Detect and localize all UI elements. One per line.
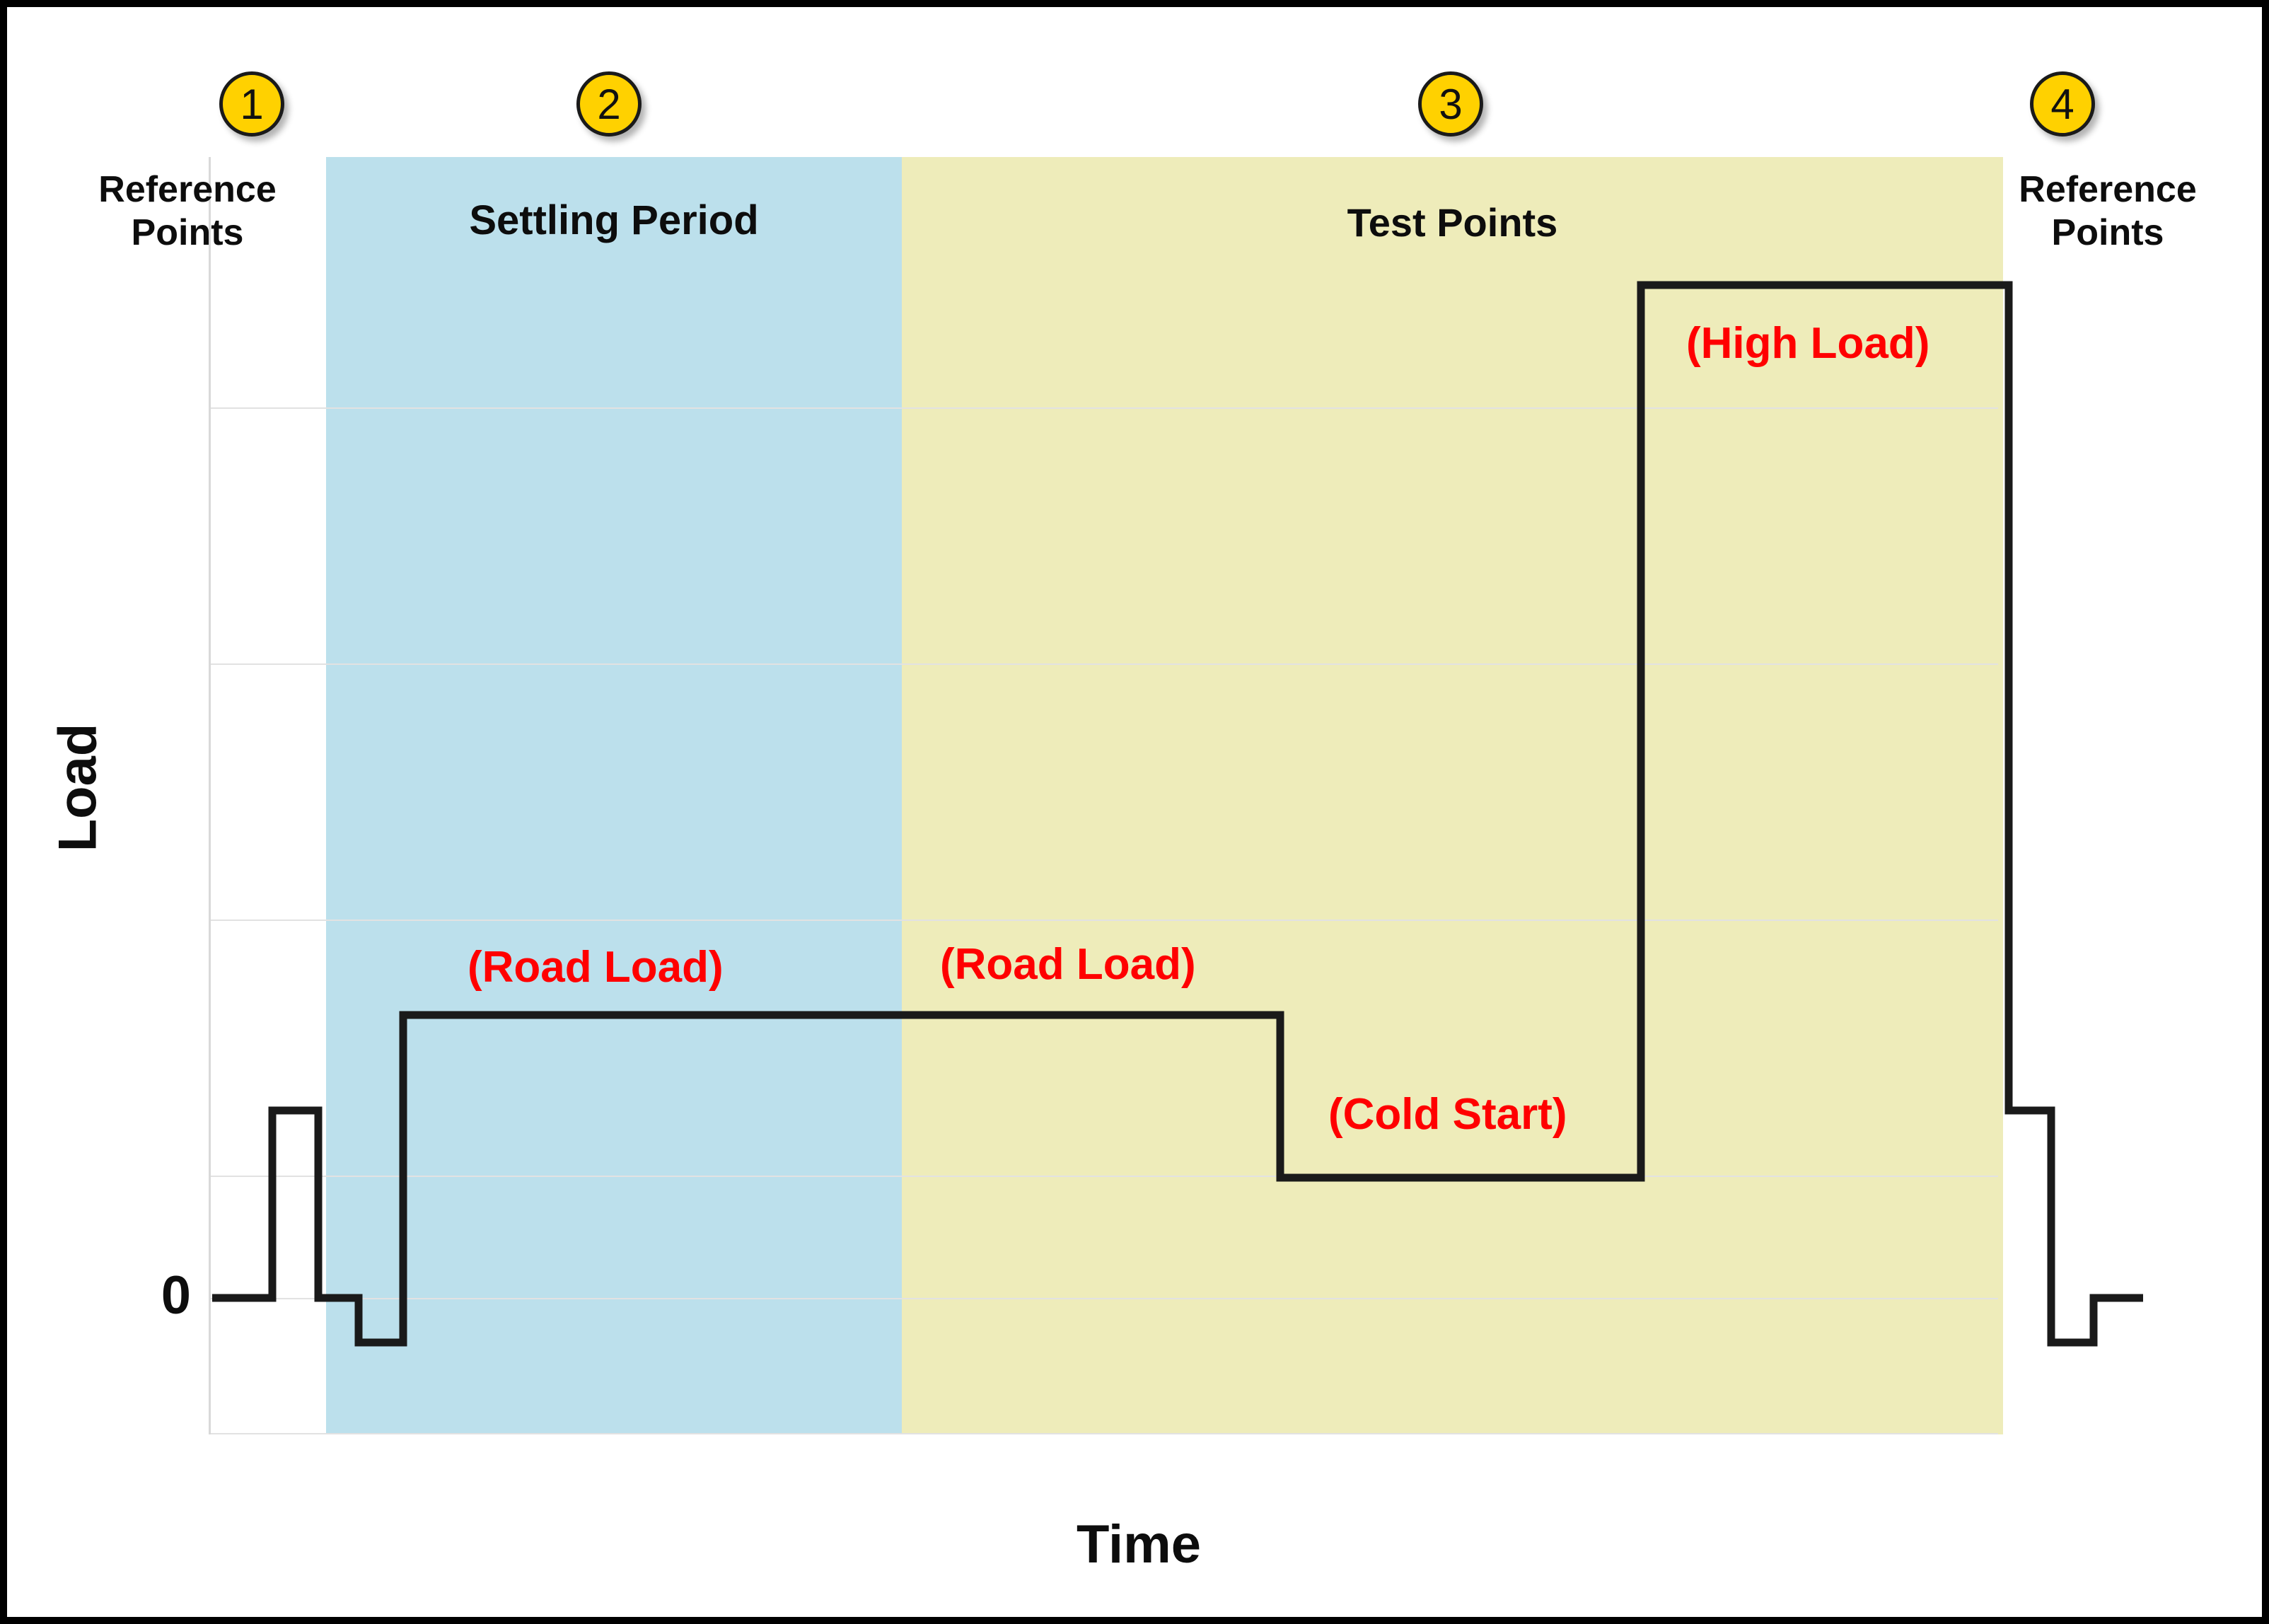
callout-badge-2: 2 [576, 71, 642, 137]
y-axis-zero-tick: 0 [161, 1265, 191, 1326]
annotation-road-load-settling: (Road Load) [468, 943, 724, 992]
gridline-y-40 [209, 1176, 1998, 1177]
callout-badge-1: 1 [219, 71, 284, 137]
callout-badge-4: 4 [2030, 71, 2095, 137]
y-axis-title: Load [47, 723, 108, 852]
gridline-y-70 [209, 663, 1998, 665]
reference-points-right-label: Reference Points [2019, 169, 2197, 254]
settling-period-label: Settling Period [469, 197, 759, 243]
band-test-points [902, 157, 2003, 1434]
gridline-y-zero [209, 1298, 1998, 1299]
annotation-road-load-test: (Road Load) [940, 940, 1196, 989]
annotation-high-load: (High Load) [1686, 319, 1930, 368]
annotation-cold-start: (Cold Start) [1328, 1090, 1567, 1139]
x-axis-title: Time [1076, 1514, 1201, 1574]
gridline-y-85 [209, 407, 1998, 409]
test-points-label: Test Points [1347, 200, 1558, 245]
band-settling-period [326, 157, 902, 1434]
gridline-y-10 [209, 1433, 1998, 1434]
callout-badge-3: 3 [1418, 71, 1483, 137]
load-trace [212, 281, 2143, 1347]
gridline-y-55 [209, 920, 1998, 921]
reference-points-left-label: Reference Points [98, 169, 277, 254]
y-axis-line [209, 157, 211, 1434]
